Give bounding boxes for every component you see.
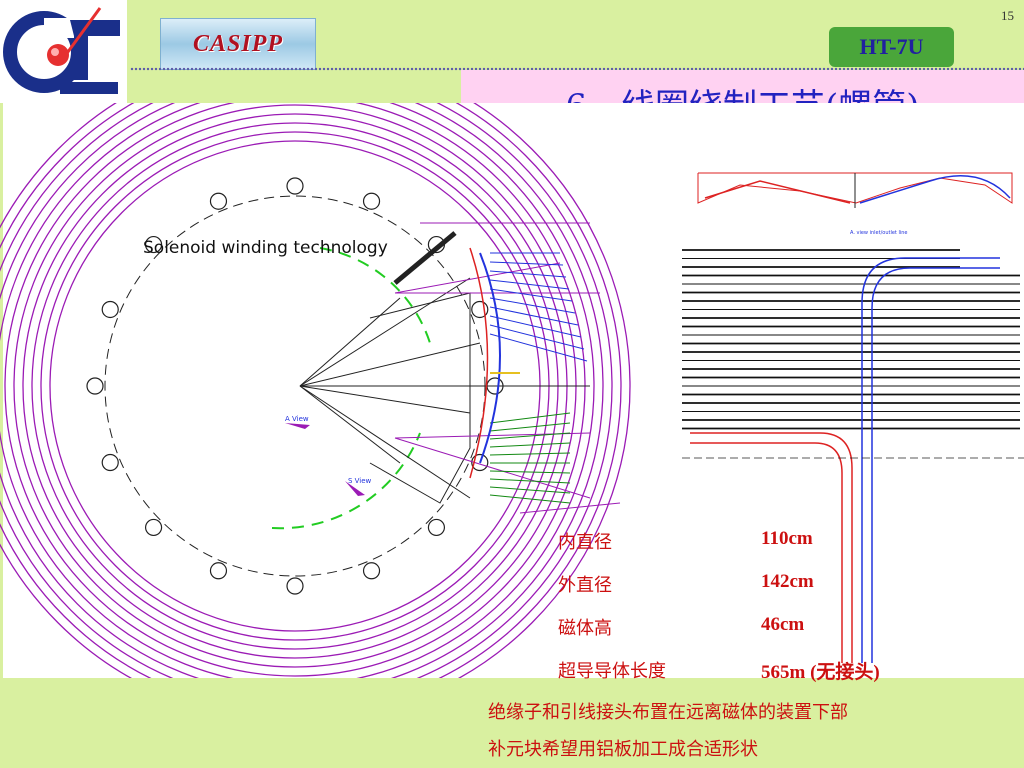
bolt-hole [144, 518, 163, 537]
coil-ring [0, 103, 631, 678]
casipp-badge: CASIPP [160, 18, 316, 70]
coil-ring [0, 103, 595, 678]
bolt-hole [101, 453, 119, 472]
spec-value: 46cm [761, 614, 805, 635]
spec-row: 内直径 110cm [558, 528, 1018, 571]
spec-row: 磁体高 46cm [558, 614, 1018, 657]
bolt-hole [286, 177, 304, 195]
spec-label: 外直径 [558, 575, 612, 596]
svg-text:S View: S View [348, 477, 372, 485]
note-line: 补元块希望用铝板加工成合适形状 [488, 739, 758, 760]
note-line: 绝缘子和引线接头布置在远离磁体的装置下部 [488, 702, 848, 723]
drawing-heading: Solenoid winding technology [143, 238, 388, 258]
bolt-hole [209, 192, 228, 210]
bolt-hole [86, 377, 104, 395]
dotted-divider [130, 67, 1024, 71]
svg-text:A View: A View [285, 415, 309, 423]
spec-value: 110cm [761, 528, 813, 549]
note-text: 绝缘子和引线接头布置在远离磁体的装置下部 补元块希望用铝板加工成合适形状 [488, 694, 1018, 768]
spec-label: 磁体高 [558, 618, 612, 639]
ht7u-label: HT-7U [859, 34, 924, 59]
spec-value: 565m (无接头) [761, 662, 880, 683]
end-view-detail: A. view inlet/outlet line [697, 172, 1013, 236]
bolt-hole [362, 562, 381, 580]
bolt-hole [144, 235, 163, 254]
bolt-hole [471, 300, 489, 319]
casipp-label: CASIPP [192, 30, 284, 57]
coil-ring [0, 103, 604, 678]
bolt-circle [86, 177, 504, 595]
ht7u-badge: HT-7U [829, 27, 954, 67]
bolt-hole [427, 518, 446, 537]
bolt-hole [471, 453, 489, 472]
spec-table: 内直径 110cm 外直径 142cm 磁体高 46cm 超导导体长度 565m (无接头) [558, 528, 1018, 700]
bolt-hole [209, 562, 228, 580]
spec-row: 外直径 142cm [558, 571, 1018, 614]
spec-row: 超导导体长度 565m (无接头) [558, 657, 1018, 700]
spec-label: 超导导体长度 [558, 661, 666, 682]
institute-logo [0, 0, 127, 103]
svg-text:A. view inlet/outlet line: A. view inlet/outlet line [850, 230, 908, 236]
coil-ring [0, 103, 613, 678]
bolt-hole [101, 300, 119, 319]
bolt-hole [362, 192, 381, 210]
solenoid-drawing: Solenoid winding technology A View S Vie… [0, 103, 1024, 678]
spec-value: 142cm [761, 571, 814, 592]
bolt-hole [286, 577, 304, 595]
coil-ring [0, 103, 622, 678]
page-number: 15 [1001, 8, 1014, 23]
spec-label: 内直径 [558, 532, 612, 553]
